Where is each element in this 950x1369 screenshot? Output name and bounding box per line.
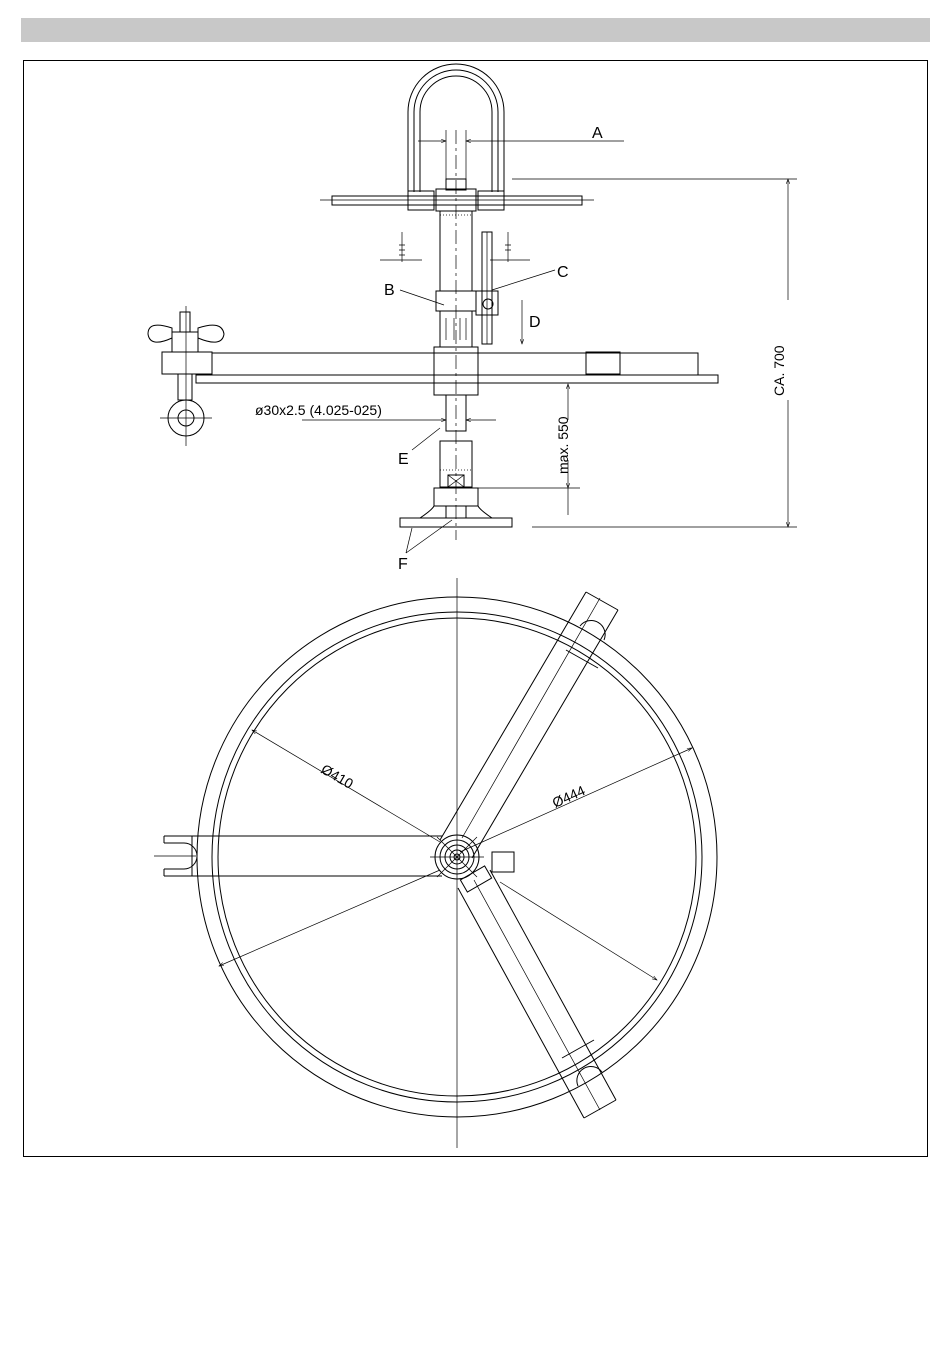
height-total-text: CA. 700 [771, 345, 787, 396]
lower-right-arm [458, 870, 616, 1118]
small-marks [380, 232, 530, 262]
label-e: E [398, 451, 409, 468]
u-handle [408, 64, 504, 192]
crossbar [320, 179, 797, 211]
label-d: D [529, 314, 541, 331]
inner-diameter-text: Ø410 [319, 761, 357, 792]
arm [196, 352, 718, 383]
wing-nut [148, 306, 224, 446]
label-b: B [384, 282, 395, 299]
tube-spec-text: ø30x2.5 (4.025-025) [255, 402, 382, 418]
max-extension-text: max. 550 [555, 416, 571, 474]
outer-diameter-text: Ø444 [550, 782, 588, 811]
label-f: F [398, 556, 408, 573]
hub [430, 835, 514, 892]
spindle [400, 211, 797, 527]
leader-lines [400, 270, 555, 553]
side-view: A B C D E F ø30x2.5 (4.025-025) max. 550… [148, 64, 797, 573]
label-c: C [557, 264, 569, 281]
upper-right-arm [440, 592, 618, 858]
plan-view: Ø410 Ø444 [154, 578, 717, 1148]
label-a: A [592, 125, 603, 142]
